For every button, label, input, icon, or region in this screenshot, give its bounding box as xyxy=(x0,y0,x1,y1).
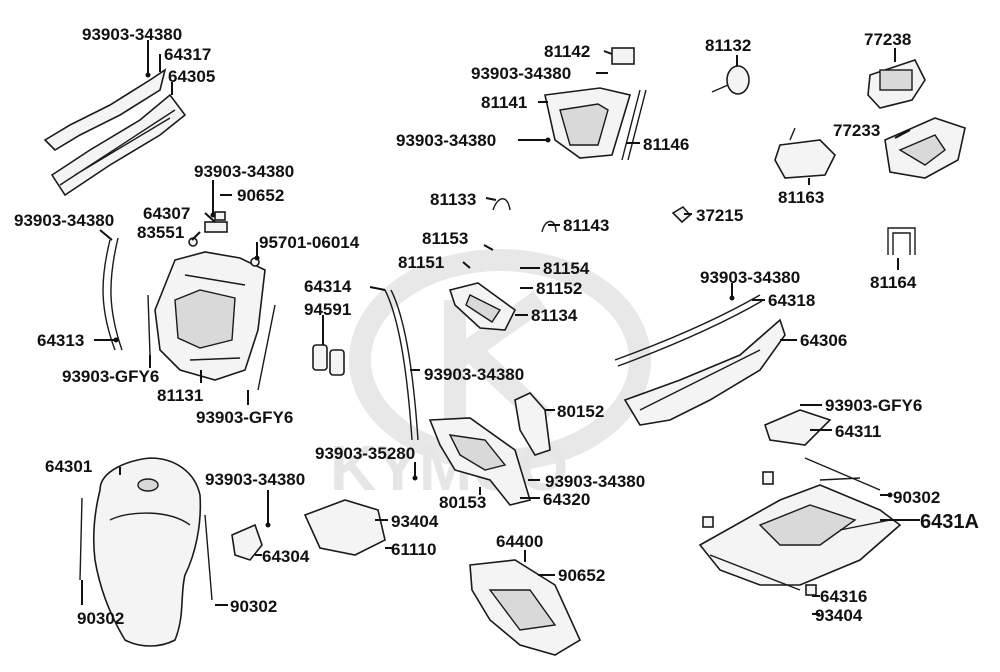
label-81143: 81143 xyxy=(563,216,609,235)
label-93903-34380-d: 93903-34380 xyxy=(424,365,524,384)
part-81141-tray xyxy=(544,87,632,159)
label-81152: 81152 xyxy=(536,279,582,298)
label-64400: 64400 xyxy=(496,532,543,551)
part-81164-bracket xyxy=(887,227,916,255)
label-81141: 81141 xyxy=(481,93,527,112)
label-93903-34380-e: 93903-34380 xyxy=(471,64,571,83)
label-90652-b: 90652 xyxy=(558,566,605,585)
label-64318: 64318 xyxy=(768,291,815,310)
fasteners xyxy=(79,294,881,601)
label-95701-06014: 95701-06014 xyxy=(259,233,360,252)
label-81132: 81132 xyxy=(705,36,751,55)
label-93404-b: 93404 xyxy=(815,606,863,625)
part-77238 xyxy=(867,59,926,109)
part-81143-hook xyxy=(541,220,557,233)
label-93903-34380-i: 93903-34380 xyxy=(205,470,305,489)
label-81146: 81146 xyxy=(643,135,689,154)
label-93903-35280: 93903-35280 xyxy=(315,444,415,463)
label-93903-34380-f: 93903-34380 xyxy=(396,131,496,150)
part-81134-latch xyxy=(448,282,517,331)
part-64306-side-cover xyxy=(623,318,786,426)
leader-dots xyxy=(113,72,893,528)
label-81133: 81133 xyxy=(430,190,476,209)
label-81151: 81151 xyxy=(398,253,444,272)
leader-lines xyxy=(81,40,920,615)
part-81133-hook xyxy=(492,198,511,211)
label-94591: 94591 xyxy=(304,300,351,319)
label-83551: 83551 xyxy=(137,223,184,242)
label-81153: 81153 xyxy=(422,229,468,248)
part-81142-bracket xyxy=(611,47,635,65)
label-6431a: 6431A xyxy=(920,511,979,533)
label-64304: 64304 xyxy=(262,547,310,566)
part-64313-rail xyxy=(102,237,123,351)
part-6431A-floor-panel xyxy=(698,471,902,596)
part-64318-rail xyxy=(614,294,763,367)
label-64306: 64306 xyxy=(800,331,847,350)
label-37215: 37215 xyxy=(696,206,743,225)
part-64301-front-shield xyxy=(93,457,202,647)
label-93903-gfy6-a: 93903-GFY6 xyxy=(62,367,159,386)
label-64313: 64313 xyxy=(37,331,84,350)
label-81142: 81142 xyxy=(544,42,590,61)
label-81131: 81131 xyxy=(157,386,203,405)
part-81132-knob xyxy=(711,65,750,95)
label-80152: 80152 xyxy=(557,402,604,421)
label-93903-34380-g: 93903-34380 xyxy=(700,268,800,287)
part-77233 xyxy=(884,117,966,179)
label-81163: 81163 xyxy=(778,188,824,207)
label-80153: 80153 xyxy=(439,493,486,512)
part-64400-lower-cover xyxy=(469,559,582,656)
label-90302-a: 90302 xyxy=(77,609,124,628)
part-64314-rail xyxy=(384,289,419,441)
label-77238: 77238 xyxy=(864,30,911,49)
label-81154: 81154 xyxy=(543,259,590,278)
part-64311-plate xyxy=(764,409,832,446)
part-61110 xyxy=(303,499,386,556)
part-64320-center xyxy=(428,417,532,506)
label-81164: 81164 xyxy=(870,273,917,292)
label-64301: 64301 xyxy=(45,457,92,476)
label-93903-gfy6-b: 93903-GFY6 xyxy=(196,408,293,427)
part-81146-rod xyxy=(621,89,647,161)
label-93404-a: 93404 xyxy=(391,512,439,531)
label-93903-34380-a: 93903-34380 xyxy=(82,25,182,44)
label-93903-34380-b: 93903-34380 xyxy=(194,162,294,181)
part-81163 xyxy=(774,127,836,179)
label-77233: 77233 xyxy=(833,121,880,140)
label-64305: 64305 xyxy=(168,67,215,86)
part-64307-clips xyxy=(188,211,260,267)
label-90302-c: 90302 xyxy=(893,488,940,507)
part-labels: 93903-34380 64317 64305 93903-34380 9065… xyxy=(14,25,979,628)
part-64304 xyxy=(231,523,263,561)
label-81134: 81134 xyxy=(531,306,578,325)
part-64305-side-rail xyxy=(43,68,187,197)
part-81131-glovebox xyxy=(154,251,266,381)
label-93903-34380-c: 93903-34380 xyxy=(14,211,114,230)
label-90652-a: 90652 xyxy=(237,186,284,205)
label-64317: 64317 xyxy=(164,45,211,64)
label-61110: 61110 xyxy=(391,540,436,559)
part-80152 xyxy=(514,392,551,456)
label-64316: 64316 xyxy=(820,587,867,606)
label-64314: 64314 xyxy=(304,277,352,296)
label-90302-b: 90302 xyxy=(230,597,277,616)
label-64311: 64311 xyxy=(835,422,881,441)
label-64307: 64307 xyxy=(143,204,190,223)
part-94591 xyxy=(312,344,345,376)
label-93903-34380-h: 93903-34380 xyxy=(545,472,645,491)
label-93903-gfy6-c: 93903-GFY6 xyxy=(825,396,922,415)
label-64320: 64320 xyxy=(543,490,590,509)
